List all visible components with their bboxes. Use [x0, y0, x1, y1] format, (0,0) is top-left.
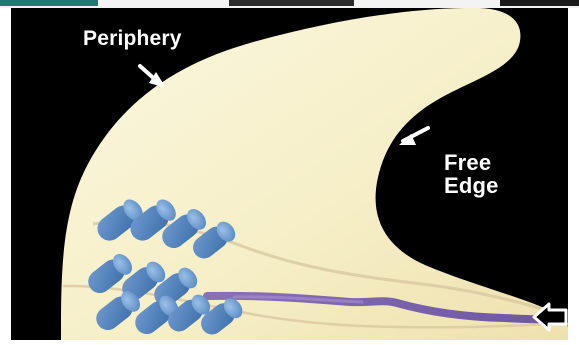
- free-edge-arrow: [399, 128, 428, 145]
- top-accent-middle: [229, 0, 354, 6]
- periphery-label: Periphery: [83, 28, 182, 50]
- periphery-arrow: [140, 66, 166, 88]
- free-label-line: Free: [444, 151, 499, 174]
- top-accent-left: [0, 0, 98, 6]
- top-accent-right: [500, 0, 579, 6]
- edge-label-line: Edge: [444, 174, 499, 197]
